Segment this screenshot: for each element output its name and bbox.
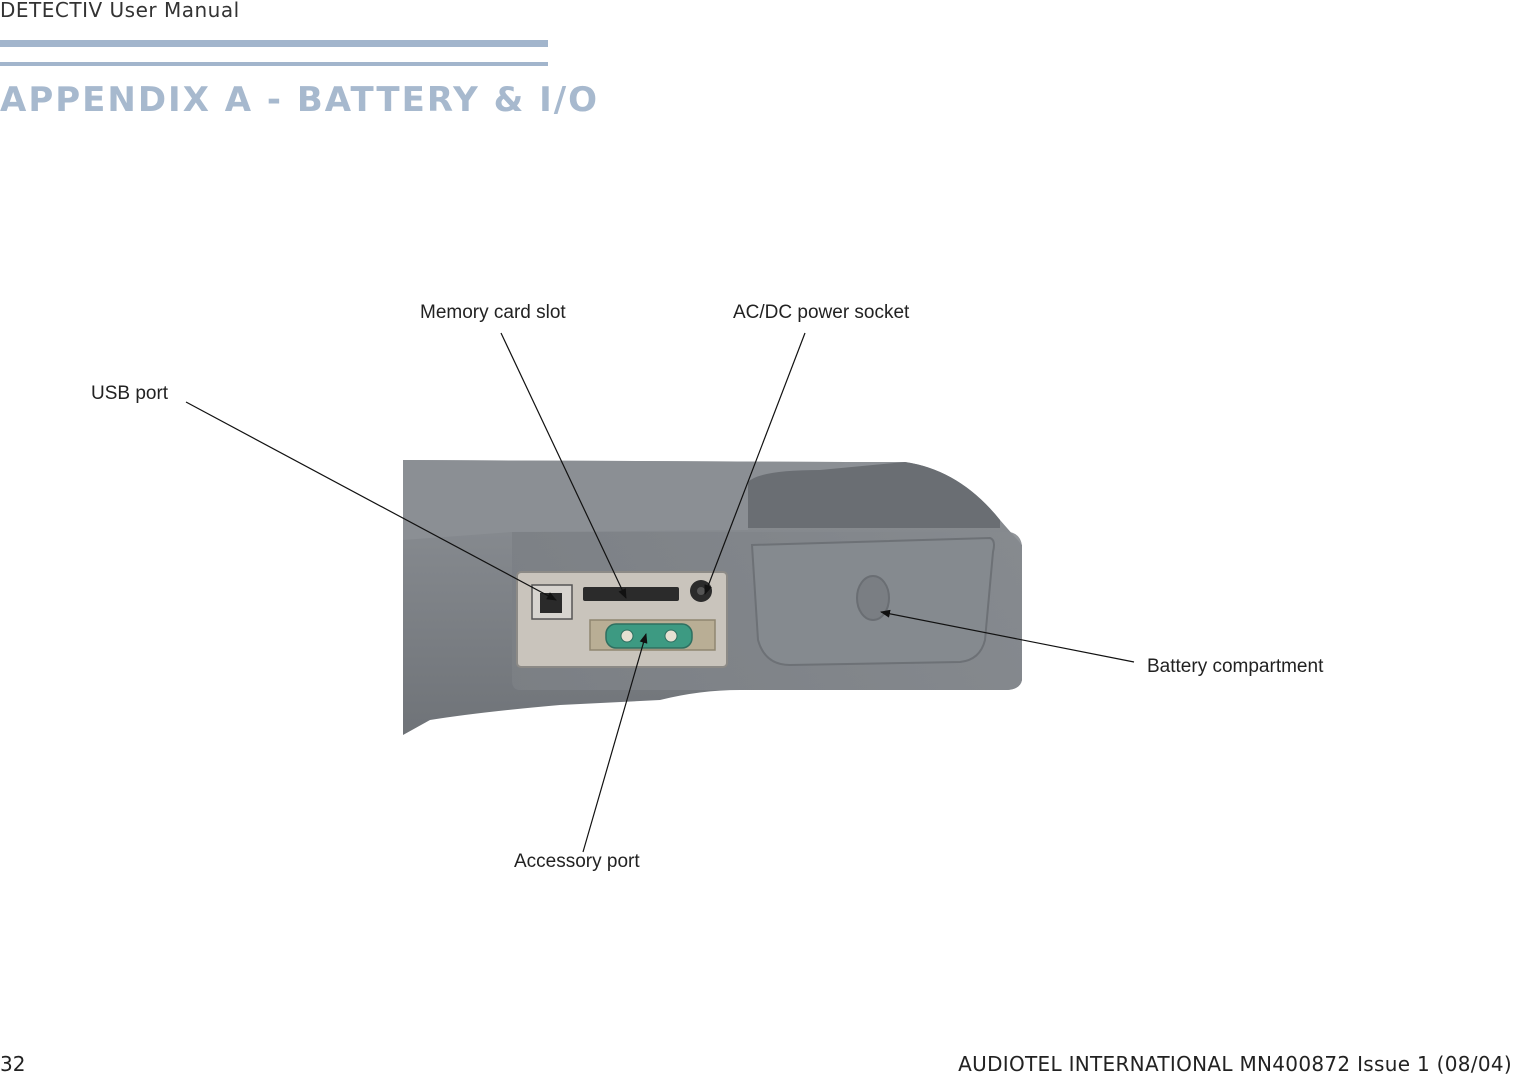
leader-usb bbox=[185, 401, 557, 601]
callout-accessory-port: Accessory port bbox=[514, 851, 640, 872]
callout-memory-card-slot: Memory card slot bbox=[420, 302, 566, 323]
running-header: DETECTIV User Manual bbox=[0, 0, 240, 22]
section-title: APPENDIX A - BATTERY & I/O bbox=[0, 80, 600, 120]
callout-usb-port: USB port bbox=[91, 383, 169, 404]
leader-lines bbox=[185, 332, 1135, 853]
callout-battery-compartment: Battery compartment bbox=[1147, 656, 1324, 677]
header-rule-thin bbox=[0, 62, 548, 66]
leader-power bbox=[704, 332, 806, 595]
leader-accessory bbox=[582, 633, 648, 853]
page-number: 32 bbox=[0, 1052, 26, 1076]
device-photo bbox=[403, 460, 1022, 735]
callout-acdc-power-socket: AC/DC power socket bbox=[733, 302, 910, 323]
header-rule-thick bbox=[0, 40, 548, 47]
memory-card-slot bbox=[583, 587, 679, 601]
leader-memory bbox=[500, 332, 627, 599]
leader-battery bbox=[880, 609, 1135, 663]
document-reference: AUDIOTEL INTERNATIONAL MN400872 Issue 1 … bbox=[958, 1052, 1512, 1076]
accessory-port-connector bbox=[605, 623, 693, 649]
